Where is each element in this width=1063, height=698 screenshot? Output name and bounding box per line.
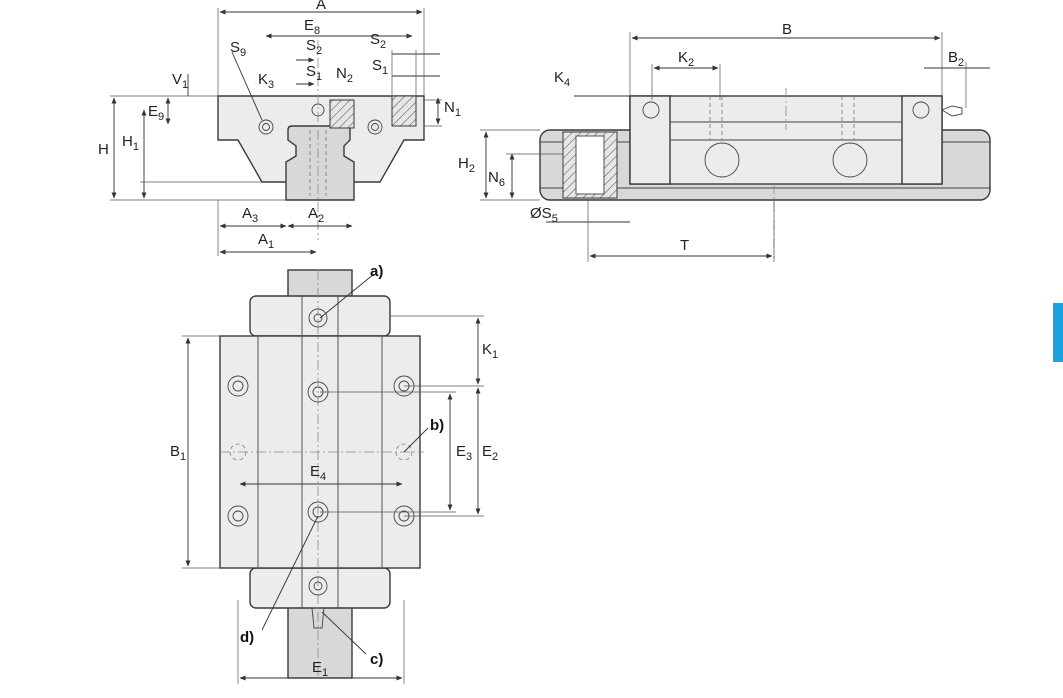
callout-d: d) — [240, 629, 254, 646]
leader-b — [403, 427, 429, 453]
grease-nipple-top — [311, 607, 325, 629]
end-seal-right — [901, 95, 943, 185]
end-cap-bottom — [249, 567, 391, 609]
counterbore — [575, 135, 605, 195]
label-H2: H2 — [458, 155, 475, 175]
label-H: H — [98, 141, 109, 158]
label-E3: E3 — [456, 443, 472, 463]
leader-d — [261, 515, 319, 631]
label-H1: H1 — [122, 133, 139, 153]
label-B: B — [782, 21, 792, 38]
lube-hole-right — [367, 119, 383, 135]
label-T: T — [680, 237, 689, 254]
label-S2-right: S2 — [370, 31, 386, 51]
label-A3: A3 — [242, 205, 258, 225]
grease-fitting — [940, 105, 963, 117]
lube-hole-left — [258, 119, 274, 135]
label-N1: N1 — [444, 99, 461, 119]
label-S1-right: S1 — [372, 57, 388, 77]
rail-profile-front — [285, 125, 355, 201]
label-E8: E8 — [304, 17, 320, 37]
lube-hole-left-inner — [262, 123, 270, 131]
label-A1: A1 — [258, 231, 274, 251]
label-E1: E1 — [312, 659, 328, 679]
label-V1: V1 — [172, 71, 188, 91]
ball-hole-1 — [704, 142, 740, 178]
leader-c — [321, 611, 367, 655]
label-K1: K1 — [482, 341, 498, 361]
nipple-left — [642, 101, 660, 119]
screw-hatch-front — [391, 95, 417, 127]
leader-a — [319, 273, 375, 319]
top-view: B1 K1 E3 E2 E4 E1 a) b) c) d) — [170, 263, 498, 684]
label-N6: N6 — [488, 169, 505, 189]
end-cap-top — [249, 295, 391, 337]
callout-a: a) — [370, 263, 383, 280]
label-E9: E9 — [148, 103, 164, 123]
label-K3: K3 — [258, 71, 274, 91]
callout-b: b) — [430, 417, 444, 434]
label-B1: B1 — [170, 443, 186, 463]
callout-c: c) — [370, 651, 383, 668]
leader-S9 — [231, 51, 263, 121]
end-seal-left — [629, 95, 671, 185]
section-hatch-front — [329, 99, 355, 129]
nipple-right — [912, 101, 930, 119]
label-S9: S9 — [230, 39, 246, 59]
label-A2: A2 — [308, 205, 324, 225]
label-S2-left: S2 — [306, 37, 322, 57]
label-K4: K4 — [554, 69, 570, 89]
label-A: A — [316, 0, 326, 13]
section-tab-marker — [1053, 303, 1063, 362]
side-view: B K2 B2 K4 H2 N6 ØS5 T — [458, 21, 991, 262]
label-K2: K2 — [678, 49, 694, 69]
label-E2: E2 — [482, 443, 498, 463]
label-E4: E4 — [310, 463, 326, 483]
lube-hole-right-inner — [371, 123, 379, 131]
label-S5: ØS5 — [530, 205, 558, 225]
ball-hole-2 — [832, 142, 868, 178]
label-S1-left: S1 — [306, 63, 322, 83]
label-N2: N2 — [336, 65, 353, 85]
label-B2: B2 — [948, 49, 964, 69]
front-view: A E8 S9 S2 S2 S1 S1 V1 K3 N2 N1 E9 H H1 … — [98, 0, 461, 256]
